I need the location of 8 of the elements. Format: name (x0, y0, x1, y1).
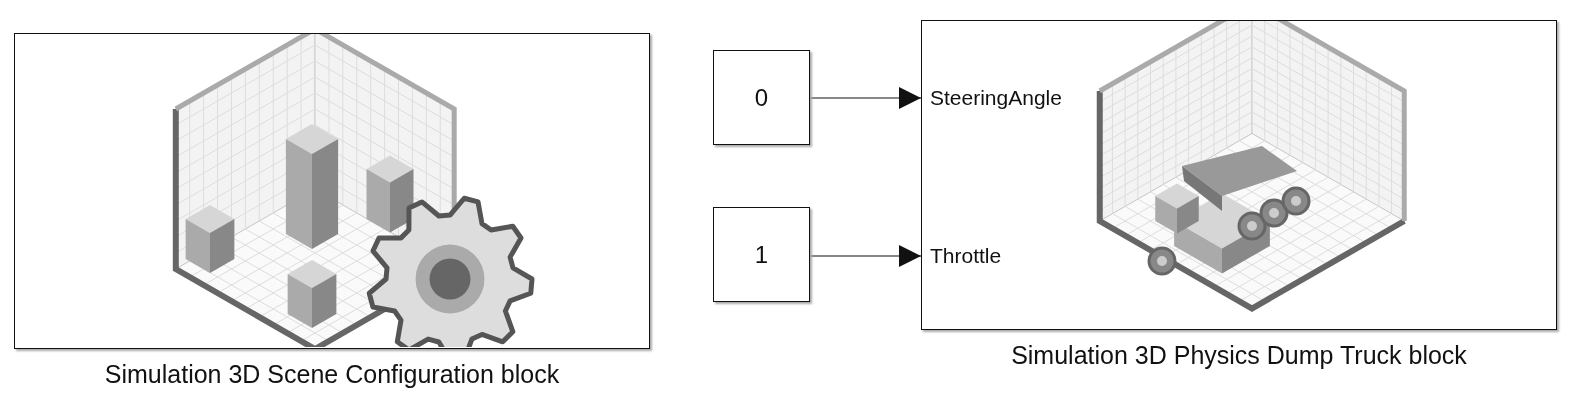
constant-value: 1 (754, 240, 769, 269)
constant-value: 0 (754, 83, 769, 112)
signal-arrow (809, 245, 922, 267)
constant-block (713, 50, 810, 145)
block-caption: Simulation 3D Scene Configuration block (104, 360, 560, 389)
constant-block (713, 207, 810, 302)
signal-arrow (809, 87, 922, 109)
block-caption: Simulation 3D Physics Dump Truck block (1011, 341, 1467, 370)
